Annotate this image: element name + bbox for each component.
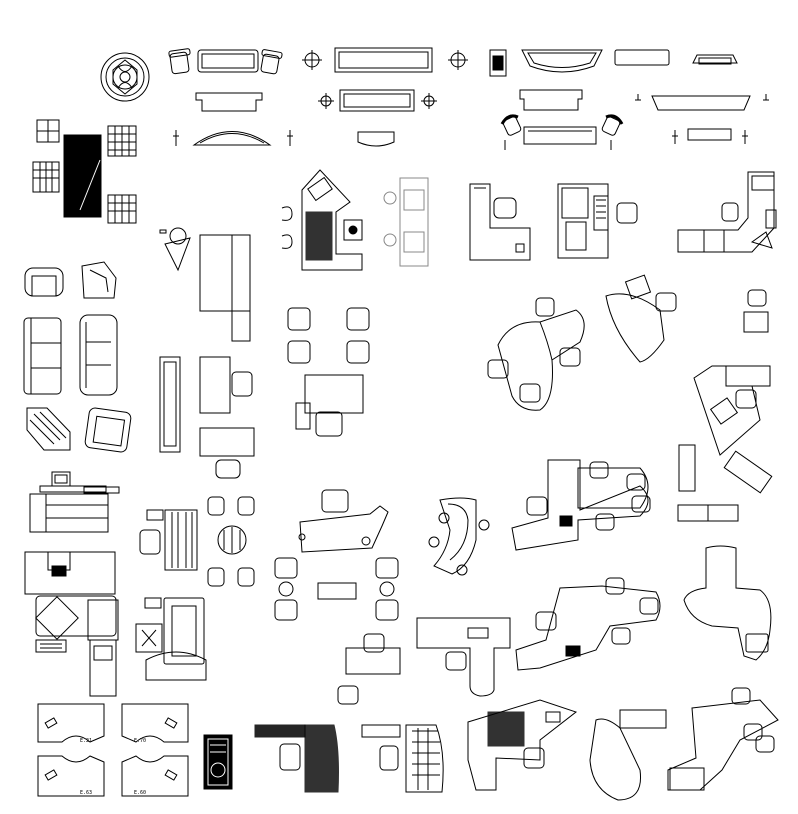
- wood-desk-group: [139, 509, 198, 571]
- workstation-group-2: [159, 356, 255, 479]
- target-marker-2: [448, 50, 468, 70]
- coffee-table-small: [357, 131, 395, 147]
- desk-label-br: E.60: [121, 755, 189, 797]
- conference-table-2: [515, 577, 661, 671]
- conference-table-1: [511, 459, 651, 551]
- lamp-pin-1: [173, 130, 179, 146]
- lamp-pin-2: [287, 130, 293, 146]
- computer-desk-left: [29, 471, 120, 533]
- desk-with-chair-mid: [337, 633, 401, 705]
- small-desk-set: [743, 289, 769, 333]
- office-desk-chair-1: [159, 227, 251, 342]
- meeting-table-middle: [295, 374, 364, 437]
- rug-dark: [203, 734, 233, 790]
- grand-piano-icon: [489, 49, 507, 77]
- side-cabinets: [677, 444, 773, 522]
- armchair-lounge: [84, 407, 132, 453]
- round-table-group: [207, 496, 255, 587]
- armchair-right: [260, 49, 283, 75]
- target-marker-1: [302, 50, 322, 70]
- curved-reception: [428, 497, 490, 576]
- l-desk-mid: [416, 617, 511, 697]
- target-marker-3: [318, 93, 334, 109]
- angled-workstation: [281, 169, 363, 271]
- long-console: [334, 47, 433, 73]
- curved-workstation-1: [487, 297, 585, 411]
- curved-sofa: [521, 49, 603, 73]
- armchair-left: [168, 48, 191, 75]
- desk-label-br-text: E.60: [134, 790, 146, 796]
- armchair-single: [24, 267, 64, 297]
- recliner-chair: [81, 261, 117, 299]
- small-lounge-group: [274, 557, 399, 621]
- curved-lounge-right: [683, 545, 772, 661]
- workstation-left-large: [24, 551, 119, 697]
- arched-bench: [192, 131, 272, 146]
- lamp-small-2: [763, 94, 769, 101]
- round-rug: [100, 52, 150, 102]
- angled-workstation-bottom: [467, 699, 578, 791]
- desk-label-bl: E.63: [37, 755, 105, 797]
- sofa-top: [197, 49, 259, 73]
- desk-label-tl-text: E.21: [80, 738, 92, 744]
- angled-desk-bottom-right: [667, 687, 779, 791]
- curved-desk-bottom: [589, 709, 667, 801]
- hatched-panels: [254, 724, 339, 793]
- target-marker-4: [421, 93, 437, 109]
- sofa-row2-center: [339, 89, 415, 112]
- sofa-row2-right: [519, 89, 583, 111]
- long-sofa-right: [651, 95, 751, 111]
- sofa-row2-left: [195, 92, 263, 112]
- sofa-three-seat-2: [79, 314, 118, 396]
- chair-group-row3: [500, 114, 624, 150]
- grid-cabinet: [361, 724, 444, 793]
- oval-table-group: [135, 597, 207, 681]
- loveseat-right: [692, 54, 738, 65]
- curved-workstation-2: [605, 274, 677, 363]
- l-shaped-desk-tr-3: [677, 171, 777, 253]
- angled-desk-right: [693, 365, 771, 456]
- corner-desk-tr-1: [469, 183, 531, 261]
- grey-workstation: [383, 177, 429, 267]
- small-bench: [614, 49, 670, 66]
- chair-grid: [287, 307, 370, 364]
- staircase-block: [26, 407, 71, 451]
- lamp-small-1: [635, 94, 641, 101]
- desk-block-dark: [32, 119, 137, 224]
- desk-label-tl: E.21: [37, 703, 105, 744]
- lamp-pin-row3-right: [672, 128, 748, 144]
- executive-desk-tr-2: [557, 183, 638, 259]
- desk-label-tr-text: E.70: [134, 738, 146, 744]
- desk-label-tr: E.70: [121, 703, 189, 744]
- desk-label-bl-text: E.63: [80, 790, 92, 796]
- chaise-lounge: [298, 489, 389, 553]
- sofa-three-seat: [23, 317, 62, 395]
